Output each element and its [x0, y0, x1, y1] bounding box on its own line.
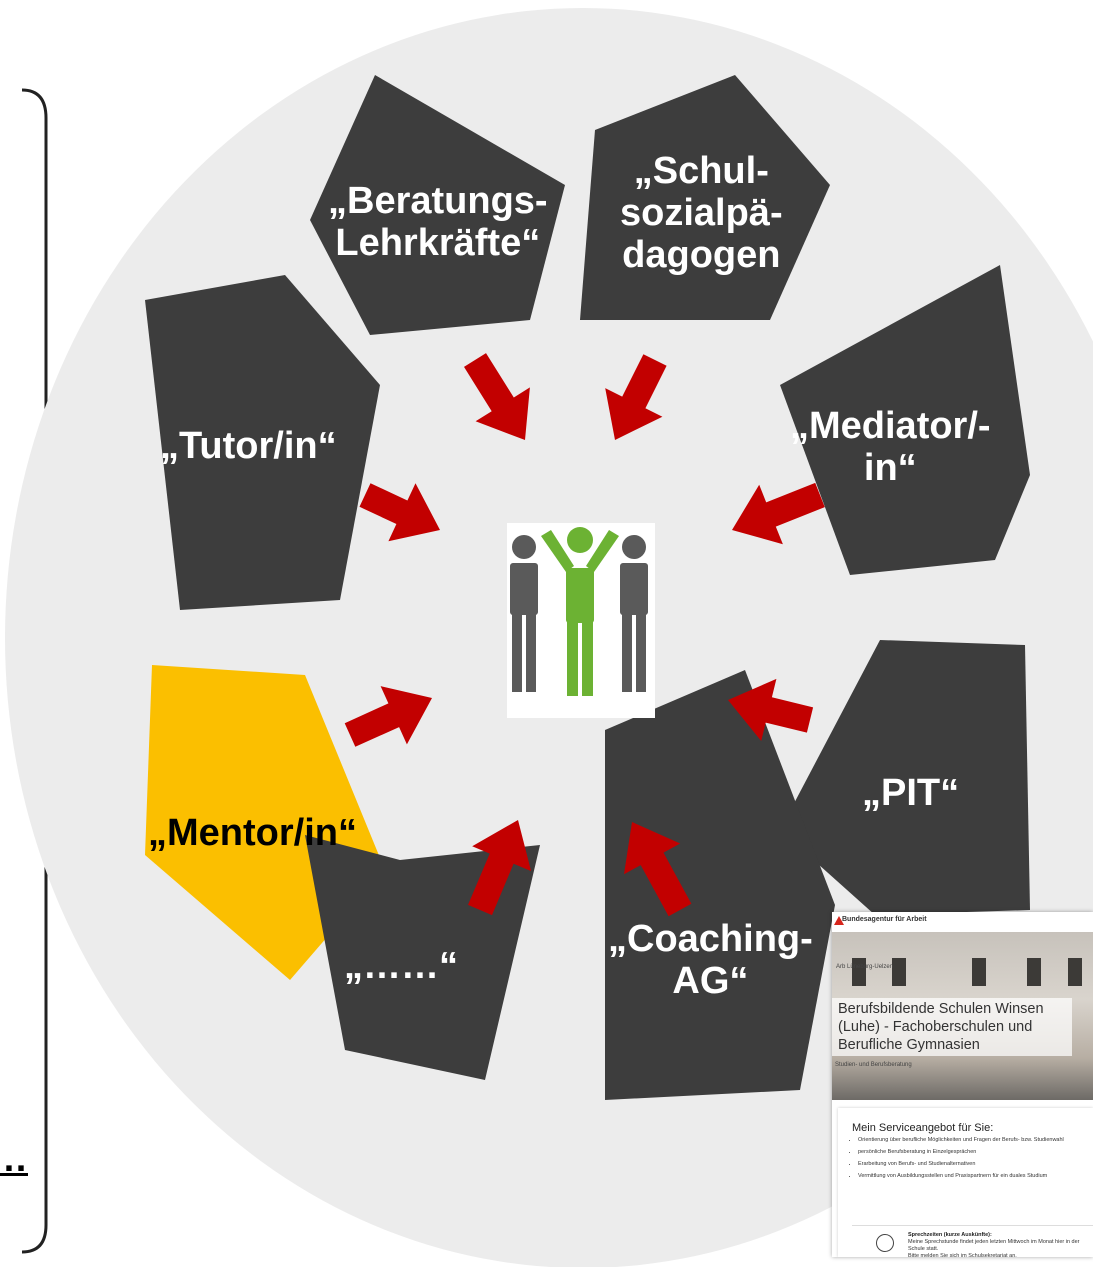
- arrow-from-beratung: [464, 353, 530, 440]
- arrow-from-schulsozial: [605, 354, 667, 440]
- truncated-link-text[interactable]: …: [0, 1138, 28, 1181]
- ba-page-screenshot: Bundesagentur für Arbeit Arb Lüneburg-Ue…: [832, 912, 1093, 1257]
- ba-logo-icon: [834, 916, 844, 925]
- clock-icon: [876, 1234, 894, 1252]
- service-title: Mein Serviceangebot für Sie:: [852, 1122, 994, 1134]
- label-tutor: „Tutor/in“: [160, 425, 337, 467]
- building-window: [1027, 958, 1041, 986]
- divider: [852, 1225, 1093, 1226]
- arrow-from-mentor: [344, 686, 432, 747]
- label-beratung: „Beratungs- Lehrkräfte“: [328, 180, 548, 264]
- label-mediator: „Mediator/- in“: [790, 405, 991, 489]
- label-pit: „PIT“: [862, 772, 960, 814]
- pentagon-schulsozial: [580, 75, 830, 320]
- pentagon-pit: [780, 640, 1030, 915]
- label-mentor: „Mentor/in“: [148, 812, 357, 854]
- label-dots: „……“: [344, 945, 458, 987]
- list-item: Orientierung über berufliche Möglichkeit…: [858, 1134, 1064, 1146]
- service-list: Orientierung über berufliche Möglichkeit…: [842, 1134, 1064, 1182]
- list-item: Erarbeitung von Berufs- und Studienalter…: [858, 1158, 1064, 1170]
- arrow-from-pit: [728, 678, 814, 741]
- label-coaching: „Coaching- AG“: [608, 918, 813, 1002]
- list-item: persönliche Berufsberatung in Einzelgesp…: [858, 1146, 1064, 1158]
- building-window: [892, 958, 906, 986]
- arrow-from-coaching: [624, 822, 692, 917]
- office-hours-text: Meine Sprechstunde findet jeden letzten …: [908, 1239, 1080, 1257]
- hero-subtitle: Studien- und Berufsberatung: [835, 1062, 912, 1068]
- hero-title: Berufsbildende Schulen Winsen (Luhe) - F…: [832, 998, 1072, 1056]
- pentagon-coaching: [605, 670, 835, 1100]
- arrows: [344, 353, 825, 917]
- list-item: Vermittlung von Ausbildungsstellen und P…: [858, 1170, 1064, 1182]
- building-window: [1068, 958, 1082, 986]
- pentagon-mediator: [780, 265, 1030, 575]
- pentagon-tutor: [145, 275, 380, 610]
- service-card: [838, 1108, 1093, 1257]
- arrow-from-mediator: [732, 482, 825, 545]
- pentagon-beratung: [310, 75, 565, 335]
- label-schulsozial: „Schul- sozialpä- dagogen: [620, 150, 783, 276]
- breadcrumb[interactable]: Arb Lüneburg-Uelzen: [836, 964, 894, 970]
- ba-brand: Bundesagentur für Arbeit: [842, 916, 927, 923]
- hero-image: Arb Lüneburg-Uelzen Berufsbildende Schul…: [832, 932, 1093, 1100]
- group-of-people-icon: [507, 523, 655, 718]
- building-window: [852, 958, 866, 986]
- arrow-from-dots: [468, 820, 532, 916]
- arrow-from-tutor: [359, 483, 440, 542]
- office-hours-title: Sprechzeiten (kurze Auskünfte):: [908, 1232, 992, 1238]
- building-window: [972, 958, 986, 986]
